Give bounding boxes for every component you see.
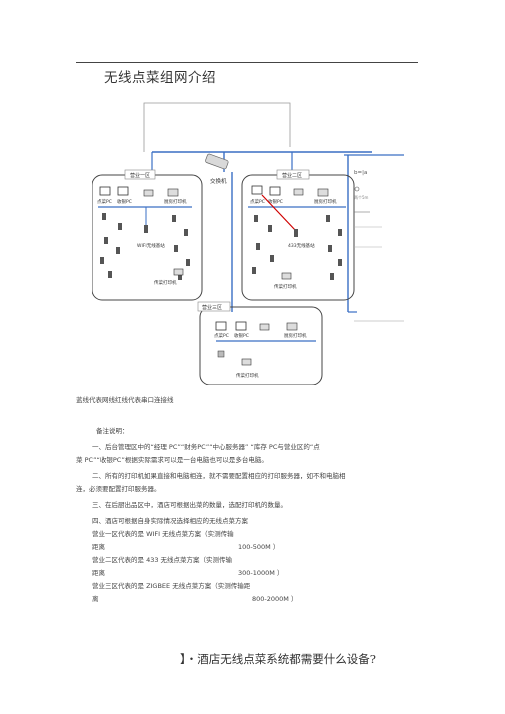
- svg-text:收银PC: 收银PC: [268, 198, 283, 205]
- note-4: 四、酒店可根据自身实际情况选择相应的无线点菜方案: [92, 517, 248, 525]
- pc-icon: [251, 185, 263, 195]
- diagram-frame: [143, 102, 291, 152]
- pc-icon: [215, 321, 227, 331]
- note-2-cont: 连，必须要配置打印服务器。: [76, 485, 161, 493]
- zone-a-title: 营业一区: [130, 172, 150, 179]
- switch-icon: [205, 153, 229, 170]
- pc-icon: [235, 321, 247, 331]
- serial-cable-line: [261, 194, 297, 232]
- printer-icon: [317, 188, 329, 197]
- printer-icon: [281, 272, 292, 280]
- base-433-icon: [294, 229, 298, 237]
- svg-text:收银PC: 收银PC: [234, 332, 249, 339]
- note-2: 二、所有的打印机如果直接和电脑相连，就不需要配置相应的打印服务器，如不和电脑相: [92, 472, 346, 480]
- printer-icon: [241, 358, 252, 366]
- svg-text:点菜PC: 点菜PC: [214, 332, 229, 339]
- printer-icon: [143, 189, 154, 197]
- printer-icon: [286, 322, 298, 331]
- switch-label: 交换机: [210, 177, 227, 185]
- svg-text:厨房打印机: 厨房打印机: [284, 332, 307, 339]
- note-1-cont: 菜 PC”“收银PC”根据实际需求可以是一台电脑也可以是多台电脑。: [76, 456, 268, 464]
- diagram-caption: 蓝线代表网线红线代表串口连接线: [76, 396, 174, 404]
- zone-c-box: [199, 306, 323, 385]
- section-heading: 】・酒店无线点菜系统都需要什么设备?: [180, 652, 376, 666]
- printer-icon: [167, 188, 179, 197]
- svg-text:点菜PC: 点菜PC: [97, 198, 112, 205]
- pc-icon: [99, 186, 111, 196]
- svg-text:433无线基站: 433无线基站: [288, 242, 315, 249]
- svg-text:传菜打印机: 传菜打印机: [236, 372, 259, 379]
- svg-text:厨房打印机: 厨房打印机: [164, 198, 187, 205]
- zone-b-title: 营业二区: [282, 172, 302, 179]
- printer-icon: [293, 188, 304, 196]
- svg-text:WIFI无线基站: WIFI无线基站: [137, 242, 165, 249]
- network-diagram: 交换机 营业一区 点菜PC 收银PC 厨房打印机 WIFI无线基站 传菜打印机 …: [92, 102, 404, 385]
- svg-text:厨房打印机: 厨房打印机: [314, 198, 337, 205]
- top-rule: [76, 62, 418, 63]
- note-3: 三、在后厨出品区中，酒店可根据出菜的数量，选配打印机的数量。: [92, 501, 287, 509]
- note-1: 一、后台管理区中的“经理 PC”“财务PC”“中心服务器” “库存 PC与营业区…: [92, 443, 320, 451]
- legend-text: b=|a: [354, 170, 367, 176]
- handheld-terminal-icon: [100, 213, 190, 280]
- legend-text: 两个5m: [354, 195, 369, 200]
- notes-section: 备注说明： 一、后台管理区中的“经理 PC”“财务PC”“中心服务器” “库存 …: [76, 425, 408, 606]
- page-title: 无线点菜组网介绍: [104, 70, 216, 86]
- printer-icon: [173, 268, 184, 276]
- svg-text:点菜PC: 点菜PC: [250, 198, 265, 205]
- pc-icon: [269, 186, 281, 196]
- zone-c-title: 营业三区: [202, 304, 222, 311]
- pc-icon: [117, 186, 129, 196]
- printer-icon: [259, 323, 270, 331]
- wifi-base-icon: [144, 225, 148, 233]
- svg-text:传菜打印机: 传菜打印机: [274, 283, 297, 290]
- svg-text:收银PC: 收银PC: [117, 198, 132, 205]
- terminal-icon: [217, 350, 225, 358]
- svg-text:传菜打印机: 传菜打印机: [154, 279, 177, 286]
- notes-heading: 备注说明：: [96, 427, 129, 435]
